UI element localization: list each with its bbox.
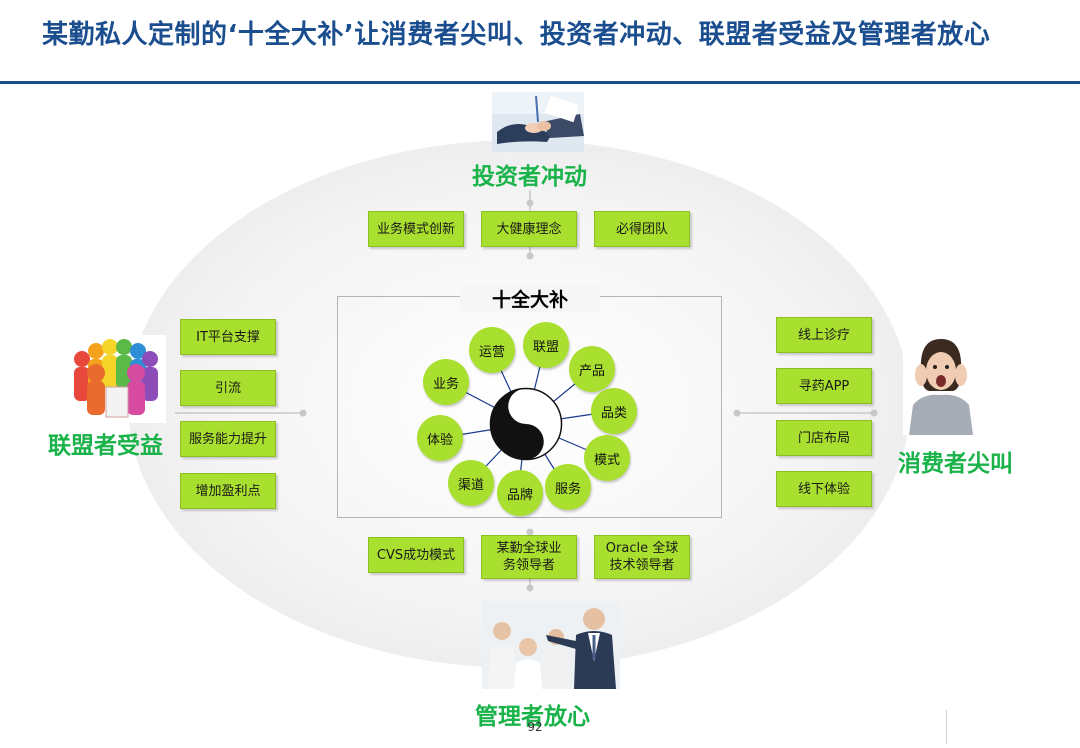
petal-category: 品类 (591, 388, 637, 434)
business-handshake-photo (492, 92, 584, 152)
petal-service: 服务 (545, 464, 591, 510)
top-item-1: 业务模式创新 (368, 211, 464, 247)
bottom-item-1: CVS成功模式 (368, 537, 464, 573)
petal-model: 模式 (584, 435, 630, 481)
investor-label: 投资者冲动 (472, 164, 587, 190)
petal-brand: 品牌 (497, 470, 543, 516)
alliance-figures-photo (66, 335, 166, 423)
petal-product: 产品 (569, 346, 615, 392)
right-item-1: 线上诊疗 (776, 317, 872, 353)
top-item-2: 大健康理念 (481, 211, 577, 247)
petal-experience: 体验 (417, 415, 463, 461)
yin-yang-icon (489, 387, 563, 461)
top-item-3: 必得团队 (594, 211, 690, 247)
bottom-item-3: Oracle 全球技术领导者 (594, 535, 690, 579)
consumer-label: 消费者尖叫 (898, 451, 1013, 477)
page-number: 92 (527, 720, 543, 734)
right-item-2: 寻药APP (776, 368, 872, 404)
petal-operations: 运营 (469, 327, 515, 373)
manager-label: 管理者放心 (475, 704, 590, 730)
managers-team-photo (482, 601, 620, 689)
alliance-label: 联盟者受益 (48, 433, 163, 459)
left-item-3: 服务能力提升 (180, 421, 276, 457)
footer-divider (946, 710, 947, 744)
page-title: 某勤私人定制的‘十全大补’让消费者尖叫、投资者冲动、联盟者受益及管理者放心 (42, 20, 991, 50)
ten-supplements-title: 十全大补 (460, 285, 600, 312)
right-item-3: 门店布局 (776, 420, 872, 456)
petal-business: 业务 (423, 359, 469, 405)
bottom-item-2: 某勤全球业务领导者 (481, 535, 577, 579)
right-item-4: 线下体验 (776, 471, 872, 507)
screaming-woman-photo (903, 331, 979, 435)
petal-alliance: 联盟 (523, 322, 569, 368)
left-item-4: 增加盈利点 (180, 473, 276, 509)
left-item-1: IT平台支撑 (180, 319, 276, 355)
petal-channel: 渠道 (448, 460, 494, 506)
left-item-2: 引流 (180, 370, 276, 406)
title-divider (0, 81, 1080, 84)
